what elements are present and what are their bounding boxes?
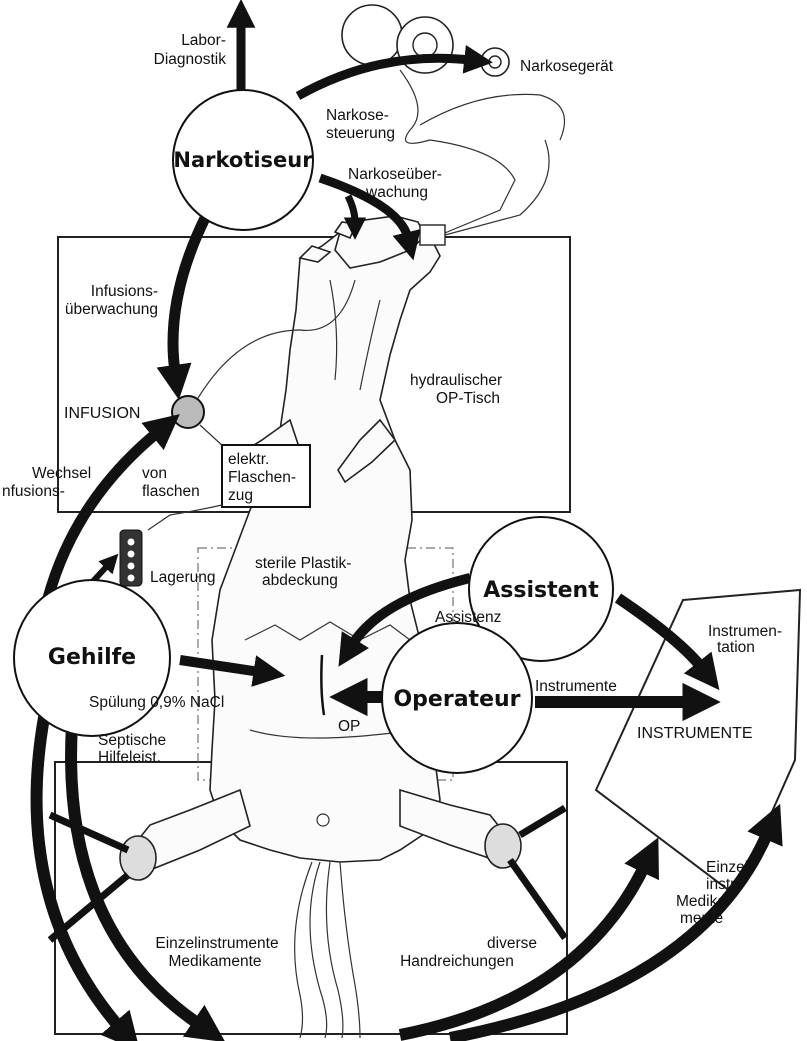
label-wachung: wachung <box>365 184 428 201</box>
label-flaschen-zug: Flaschen- <box>228 469 296 486</box>
label-einzel: Einzel- <box>706 859 753 876</box>
arrow-septische <box>50 815 128 850</box>
label-mente: mente <box>680 910 723 927</box>
label-narkosegeraet: Narkosegerät <box>520 58 614 75</box>
label-abdeckung: abdeckung <box>262 572 338 589</box>
label-elektr: elektr. <box>228 451 269 468</box>
arrow-narkotiseur-head <box>348 196 355 222</box>
label-medika: Medika- <box>676 893 731 910</box>
label-infusions: Infusions- <box>91 283 158 300</box>
infusion-bottle <box>172 396 204 428</box>
label-infusion: INFUSION <box>64 405 140 422</box>
label-septische: Septische <box>98 732 166 749</box>
label-hydraulischer: hydraulischer <box>410 372 502 389</box>
role-narkotiseur: Narkotiseur <box>173 90 313 230</box>
narkotiseur-label: Narkotiseur <box>173 148 313 172</box>
label-medikamente: Medikamente <box>168 953 261 970</box>
label-spuelung: Spülung 0,9% NaCl <box>89 694 224 711</box>
label-hilfeleist: Hilfeleist. <box>98 749 161 766</box>
label-narkoseueber: Narkoseüber- <box>348 166 442 183</box>
label-instrumente: INSTRUMENTE <box>637 725 753 742</box>
arrow-infusionsueberwachung <box>173 218 205 372</box>
label-zug: zug <box>228 487 253 504</box>
label-assistenz: Assistenz <box>435 609 501 626</box>
label-nfusions: nfusions- <box>2 483 65 500</box>
role-gehilfe: Gehilfe <box>14 580 170 736</box>
arrow-instrumentation <box>618 598 702 668</box>
label-instr: instr. <box>706 876 739 893</box>
label-sterile-plastik: sterile Plastik- <box>255 555 351 572</box>
label-flaschen: flaschen <box>142 483 200 500</box>
label-diverse: diverse <box>487 935 537 952</box>
operateur-label: Operateur <box>393 687 520 712</box>
assistent-label: Assistent <box>483 578 599 603</box>
label-diagnostik: Diagnostik <box>154 51 227 68</box>
label-op: OP <box>338 718 360 735</box>
label-instrumentation-1: Instrumen- <box>708 623 782 640</box>
label-instrumente-arrow: Instrumente <box>535 678 617 695</box>
label-wechsel: Wechsel <box>32 465 91 482</box>
label-instrumentation-2: tation <box>717 639 755 656</box>
label-einzelinstrumente: Einzelinstrumente <box>155 935 278 952</box>
label-von: von <box>142 465 167 482</box>
label-ueberwachung: überwachung <box>65 301 158 318</box>
label-lagerung: Lagerung <box>150 569 216 586</box>
role-operateur: Operateur <box>382 623 532 773</box>
label-labor: Labor- <box>181 32 226 49</box>
label-op-tisch: OP-Tisch <box>436 390 500 407</box>
label-steuerung: steuerung <box>326 125 395 142</box>
label-handreichungen: Handreichungen <box>400 953 514 970</box>
label-narkose: Narkose- <box>326 107 389 124</box>
gehilfe-label: Gehilfe <box>48 645 136 670</box>
